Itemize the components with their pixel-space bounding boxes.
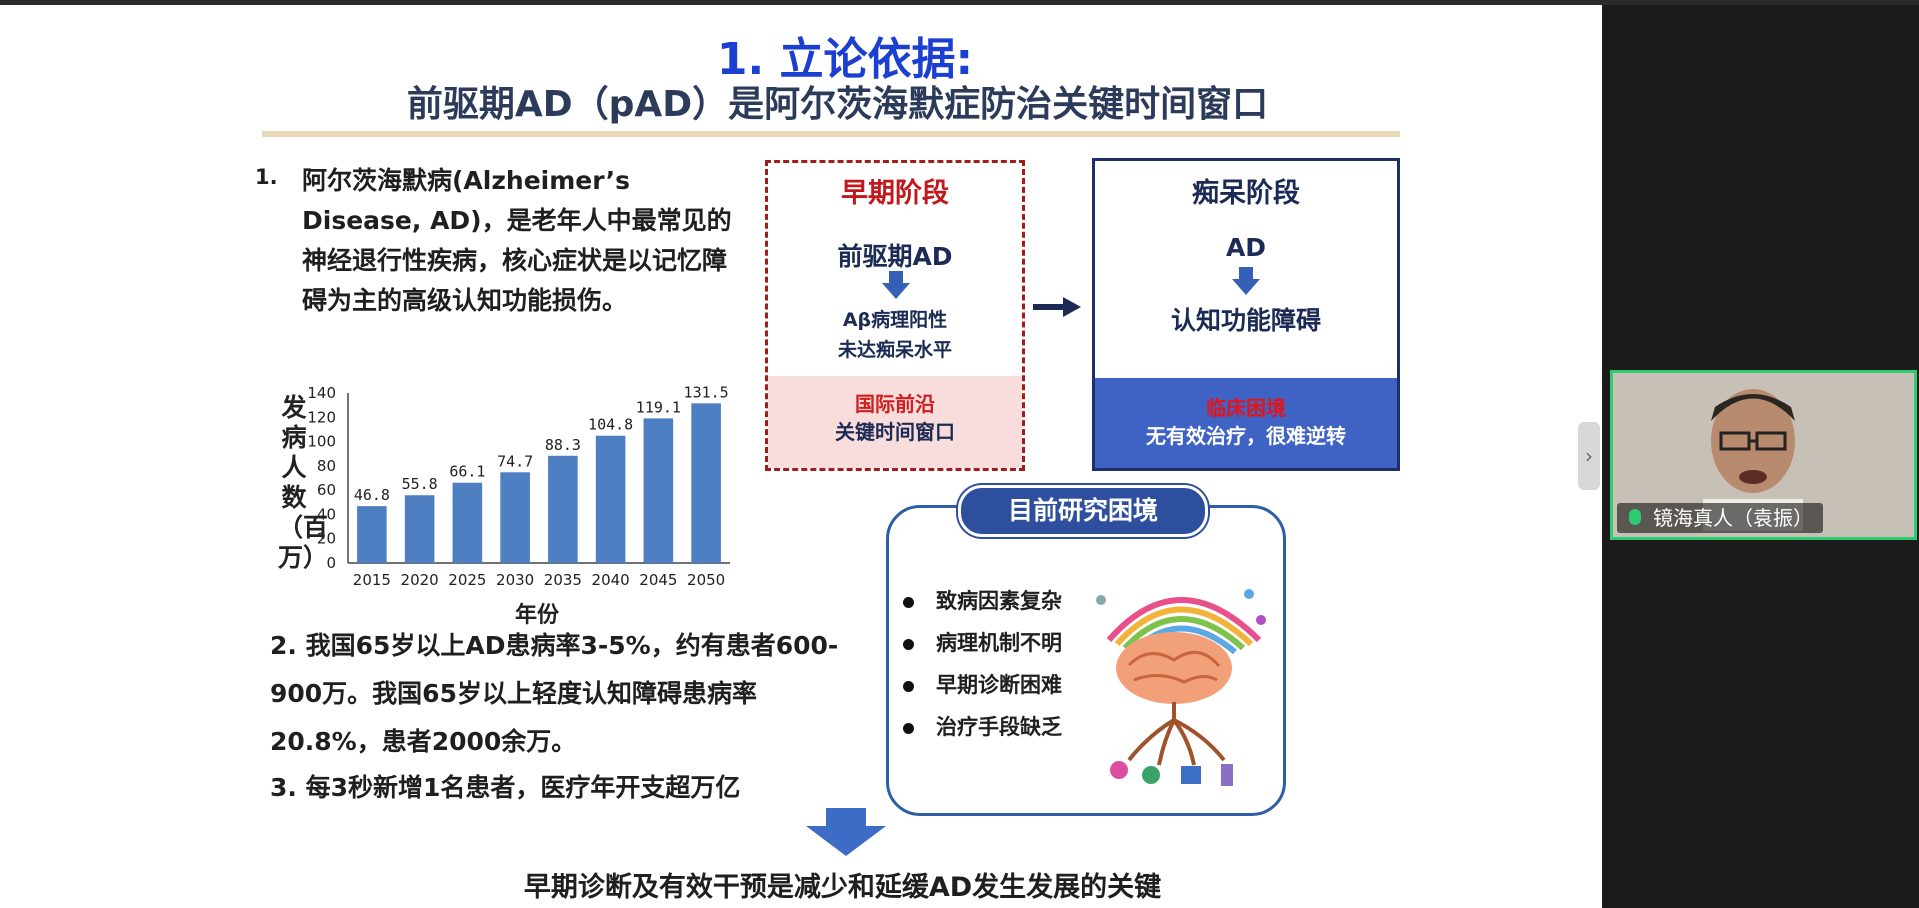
list-item: 致病因素复杂 (903, 580, 1062, 622)
point1-number: 1. (255, 165, 278, 189)
slide-title: 1. 立论依据: (716, 34, 974, 85)
y-tick-label: 80 (317, 457, 336, 475)
dementia-stage-box: 痴呆阶段 AD 认知功能障碍 临床困境 无有效治疗，很难逆转 (1092, 158, 1400, 471)
dementia-footer-line2: 无有效治疗，很难逆转 (1146, 424, 1346, 448)
x-tick-label: 2035 (544, 571, 582, 589)
down-arrow-icon (889, 271, 903, 283)
chevron-right-icon[interactable]: › (1578, 422, 1600, 490)
bar-value-label: 88.3 (545, 436, 581, 454)
y-tick-label: 20 (317, 530, 336, 548)
dementia-result: 认知功能障碍 (1170, 306, 1321, 335)
down-arrow-icon (806, 808, 886, 856)
presentation-slide: 1. 立论依据: 前驱期AD（pAD）是阿尔茨海默症防治关键时间窗口 1. 阿尔… (0, 5, 1602, 908)
slide-subtitle: 前驱期AD（pAD）是阿尔茨海默症防治关键时间窗口 (406, 84, 1269, 125)
list-item: 早期诊断困难 (903, 664, 1062, 706)
participant-name-label: 镜海真人（袁振） (1617, 503, 1823, 533)
research-challenges-list: 致病因素复杂 病理机制不明 早期诊断困难 治疗手段缺乏 (903, 580, 1062, 748)
early-stage-label: 前驱期AD (837, 242, 953, 271)
chart-bar (643, 418, 674, 563)
bullet-icon (903, 596, 914, 608)
research-challenges-box: 致病因素复杂 病理机制不明 早期诊断困难 治疗手段缺乏 (886, 505, 1286, 816)
bar-value-label: 119.1 (636, 398, 681, 416)
point3-text: 3. 每3秒新增1名患者，医疗年开支超万亿 (270, 773, 741, 802)
chart-bar (548, 455, 578, 563)
chart-bar (691, 403, 721, 563)
x-tick-label: 2040 (592, 571, 630, 589)
dementia-stage-footer: 临床困境 无有效治疗，很难逆转 (1095, 378, 1397, 468)
bullet-icon (903, 680, 914, 692)
x-tick-label: 2020 (401, 571, 439, 589)
early-detail-line2: 未达痴呆水平 (837, 339, 952, 361)
early-stage-box: 早期阶段 前驱期AD Aβ病理阳性 未达痴呆水平 国际前沿 关键时间窗口 (765, 160, 1025, 471)
y-tick-label: 140 (307, 384, 336, 402)
slide-conclusion: 早期诊断及有效干预是减少和延缓AD发生发展的关键 (523, 872, 1162, 903)
microphone-icon (1629, 509, 1641, 525)
down-arrow-head-icon (1232, 279, 1260, 295)
title-divider (262, 131, 1400, 137)
point1-text: 阿尔茨海默病(Alzheimer’s Disease, AD)，是老年人中最常见… (302, 166, 732, 315)
list-item: 治疗手段缺乏 (903, 706, 1062, 748)
x-tick-label: 2045 (639, 571, 677, 589)
early-stage-detail: Aβ病理阳性 未达痴呆水平 (768, 305, 1022, 365)
incidence-bar-chart: 02040608010012014046.8201555.8202066.120… (307, 383, 730, 589)
y-tick-label: 60 (317, 481, 336, 499)
right-arrow-icon (1033, 297, 1081, 317)
early-detail-line1: Aβ病理阳性 (842, 309, 948, 331)
bullet-icon (903, 638, 914, 650)
down-arrow-icon (1239, 267, 1253, 279)
x-tick-label: 2030 (496, 571, 534, 589)
x-tick-label: 2025 (448, 571, 486, 589)
chart-x-label: 年份 (515, 603, 560, 628)
bar-value-label: 131.5 (684, 383, 729, 401)
list-item: 病理机制不明 (903, 622, 1062, 664)
early-footer-line1: 国际前沿 (855, 392, 935, 416)
chart-bar (500, 472, 530, 563)
y-tick-label: 40 (317, 505, 336, 523)
dementia-footer-line1: 临床困境 (1206, 396, 1286, 420)
bar-value-label: 66.1 (449, 463, 485, 481)
y-tick-label: 0 (326, 554, 336, 572)
bar-value-label: 104.8 (588, 416, 633, 434)
point2-text: 2. 我国65岁以上AD患病率3-5%，约有患者600-900万。我国65岁以上… (270, 631, 839, 756)
down-arrow-head-icon (882, 283, 910, 299)
top-bar (0, 0, 1919, 5)
early-footer-line2: 关键时间窗口 (835, 420, 955, 444)
bar-value-label: 46.8 (354, 486, 390, 504)
chart-bar (595, 435, 626, 563)
chart-bar (357, 506, 387, 563)
y-tick-label: 100 (307, 433, 336, 451)
bar-value-label: 55.8 (402, 475, 438, 493)
dementia-stage-header: 痴呆阶段 (1192, 178, 1300, 209)
x-tick-label: 2015 (353, 571, 391, 589)
participant-video-tile[interactable]: 镜海真人（袁振） (1610, 370, 1917, 540)
research-challenges-title: 目前研究困境 (958, 485, 1208, 537)
bar-value-label: 74.7 (497, 452, 533, 470)
dementia-stage-label: AD (1225, 233, 1267, 262)
y-tick-label: 120 (307, 408, 336, 426)
early-stage-header: 早期阶段 (841, 178, 949, 209)
early-stage-footer: 国际前沿 关键时间窗口 (768, 376, 1022, 468)
x-tick-label: 2050 (687, 571, 725, 589)
brain-network-illustration (1096, 589, 1266, 786)
bullet-icon (903, 722, 914, 734)
chart-bar (404, 495, 435, 563)
chart-bar (452, 482, 483, 563)
